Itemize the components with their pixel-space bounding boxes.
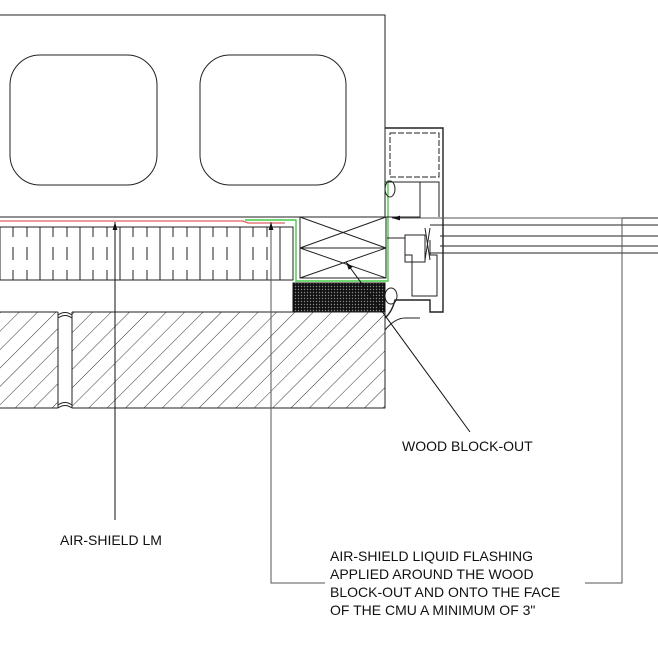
flashing-note-line: OF THE CMU A MINIMUM OF 3" xyxy=(330,602,535,618)
insulation-board xyxy=(0,226,294,281)
label-flashing-note: AIR-SHIELD LIQUID FLASHING APPLIED AROUN… xyxy=(330,548,560,618)
label-wood-block-out: WOOD BLOCK-OUT xyxy=(402,438,533,454)
leader-flashing xyxy=(268,215,623,584)
flashing-note-line: APPLIED AROUND THE WOOD xyxy=(330,566,534,582)
concrete-slab xyxy=(0,311,386,409)
cmu-core-left xyxy=(9,54,158,186)
cmu-core-right xyxy=(199,54,347,186)
cmu-block xyxy=(0,14,386,218)
flashing-note-line: BLOCK-OUT AND ONTO THE FACE xyxy=(330,584,560,600)
glazing-unit xyxy=(430,217,658,254)
leader-wood-block-out xyxy=(345,261,471,433)
sealant-fill xyxy=(292,282,386,313)
liquid-flashing xyxy=(245,180,389,282)
label-air-shield-lm: AIR-SHIELD LM xyxy=(60,532,162,548)
air-shield-lm-membrane xyxy=(0,220,285,224)
wood-block-out xyxy=(299,216,387,279)
flashing-note-line: AIR-SHIELD LIQUID FLASHING xyxy=(330,548,533,564)
window-frame xyxy=(384,127,444,331)
